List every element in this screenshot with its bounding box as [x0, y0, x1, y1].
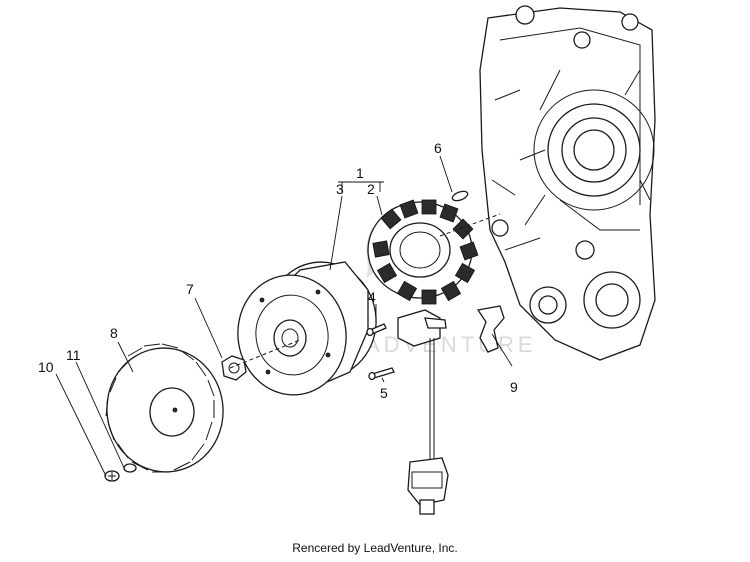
callout-9: 9 [510, 379, 518, 395]
callout-6: 6 [434, 140, 442, 156]
pin [451, 190, 469, 202]
leader-lines [55, 155, 513, 477]
crankcase-cover [479, 5, 656, 361]
stator [367, 199, 479, 305]
callout-1: 1 [356, 165, 364, 181]
flywheel-rotor [237, 261, 377, 396]
nut [221, 355, 247, 381]
washer [123, 463, 137, 473]
callout-2: 2 [367, 181, 375, 197]
cooling-fan [105, 343, 224, 473]
callout-8: 8 [110, 325, 118, 341]
screw-4 [366, 323, 387, 337]
pickup-and-wiring [397, 309, 449, 515]
bracket [476, 305, 505, 353]
callout-11: 11 [66, 347, 81, 363]
callout-7: 7 [186, 281, 194, 297]
callout-10: 10 [38, 359, 54, 375]
bolt-10 [104, 470, 120, 482]
screw-5 [368, 367, 395, 381]
footer-credit: Rencered by LeadVenture, Inc. [292, 541, 458, 555]
callout-4: 4 [368, 289, 376, 305]
callout-5: 5 [380, 385, 388, 401]
callout-3: 3 [336, 181, 344, 197]
